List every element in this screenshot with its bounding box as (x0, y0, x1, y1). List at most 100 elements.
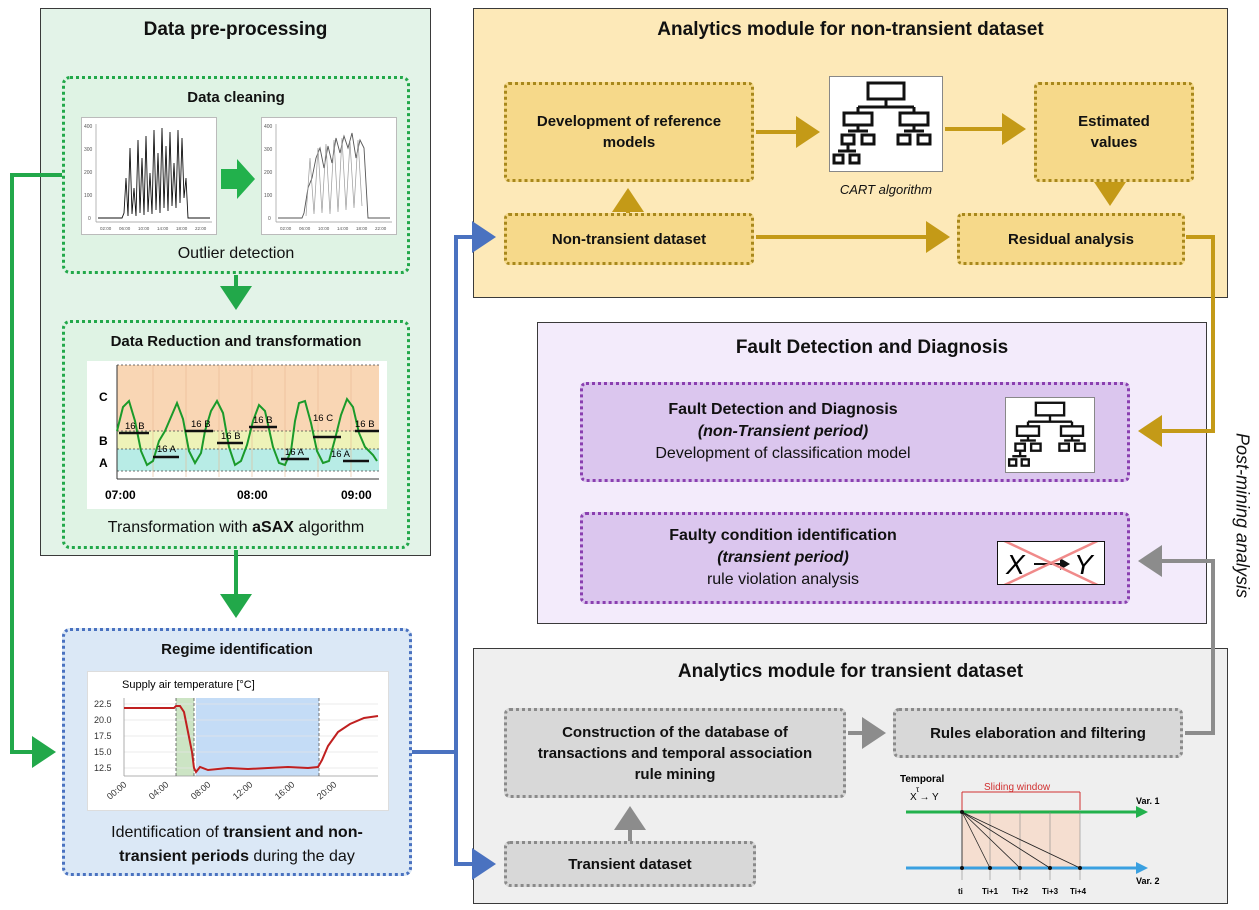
asax-chart: C B A 16 B 16 A 16 B 16 B 16 B (87, 361, 387, 509)
sliding-window-diagram: Temporal τ X → Y Sliding window Var. 1 V… (896, 770, 1186, 898)
caption-bold: aSAX (252, 519, 294, 536)
sliding-window-label: Sliding window (984, 782, 1051, 793)
estimated-values-box: Estimated values (1034, 82, 1194, 182)
box-subtitle: (non-Transient period) (697, 423, 869, 440)
box-subtitle: (transient period) (717, 549, 849, 566)
tick-label: 0 (268, 216, 271, 222)
rule-x-label: X (1005, 549, 1026, 580)
tick-label: 14:00 (157, 226, 169, 231)
tick-label: 200 (264, 170, 273, 176)
symbol-label: 16 A (331, 449, 351, 460)
data-reduction-caption: Transformation with aSAX algorithm (65, 519, 407, 537)
arrow-regime-to-transient (454, 752, 496, 880)
t-label: Ti+4 (1070, 887, 1087, 896)
transient-dataset-box: Transient dataset (504, 841, 756, 887)
rules-box: Rules elaboration and filtering (893, 708, 1183, 758)
time-label: 07:00 (105, 488, 136, 502)
panel-title: Fault Detection and Diagnosis (735, 337, 1009, 358)
raw-data-chart: 400 300 200 100 0 02:00 06:00 10:00 14:0… (81, 117, 217, 235)
tick-label: 22.5 (94, 699, 112, 709)
level-label: C (99, 390, 108, 404)
regime-caption: Identification of transient and non-tran… (81, 821, 393, 869)
level-label: B (99, 434, 108, 448)
reference-models-box: Development of reference models (504, 82, 754, 182)
panel-title: Analytics module for transient dataset (677, 661, 1024, 682)
tick-label: 14:00 (337, 226, 349, 231)
panel-title: Data pre-processing (143, 19, 328, 40)
cart-caption: CART algorithm (839, 182, 933, 197)
cleaned-data-chart: 400 300 200 100 0 02:00 06:00 10:00 14:0… (261, 117, 397, 235)
tick-label: 300 (84, 147, 93, 153)
cart-tree-icon (829, 76, 943, 172)
regime-identification-box: Regime identification Supply air tempera… (62, 628, 412, 876)
tick-label: 10:00 (138, 226, 150, 231)
arrow-residual-to-fdd (1138, 235, 1215, 447)
regime-title: Regime identification (161, 641, 313, 658)
tick-label: 22:00 (195, 226, 207, 231)
chart-title: Supply air temperature [°C] (122, 679, 255, 691)
symbol-label: 16 B (221, 431, 241, 442)
classification-tree-icon (1005, 397, 1095, 473)
arrow-cleaning-to-regime (10, 173, 62, 768)
tick-label: 100 (264, 193, 273, 199)
tick-label: 400 (84, 124, 93, 130)
tick-label: 20.0 (94, 715, 112, 725)
fdd-box-text: Faulty condition identification (transie… (613, 525, 953, 591)
time-label: 08:00 (237, 488, 268, 502)
symbol-label: 16 A (285, 447, 305, 458)
tick-label: 06:00 (299, 226, 311, 231)
tick-label: 15.0 (94, 747, 112, 757)
box-description: rule violation analysis (706, 571, 860, 588)
data-cleaning-title: Data cleaning (187, 89, 285, 106)
tick-label: 400 (264, 124, 273, 130)
symbol-label: 16 B (253, 415, 273, 426)
supply-air-chart: Supply air temperature [°C] 22.5 20.0 17… (87, 671, 389, 811)
caption-text: during the day (248, 848, 355, 865)
t-label: ti (958, 887, 963, 896)
rule-y-label: Y (1074, 549, 1095, 580)
data-cleaning-box: Data cleaning 400 300 200 100 0 02:00 06… (62, 76, 410, 274)
temporal-rule-label: X → Y (910, 792, 939, 803)
time-label: 09:00 (341, 488, 372, 502)
arrow-rules-to-faulty (1138, 545, 1215, 735)
tick-label: 02:00 (100, 226, 112, 231)
tick-label: 18:00 (176, 226, 188, 231)
symbol-label: 16 B (125, 421, 145, 432)
caption-text: Transformation with (107, 519, 253, 536)
t-label: Ti+2 (1012, 887, 1029, 896)
symbol-label: 16 B (191, 419, 211, 430)
tau-label: τ (916, 785, 920, 794)
arrow-regime-to-datasets (412, 221, 496, 754)
tick-label: 0 (88, 216, 91, 222)
faulty-condition-box: Faulty condition identification (transie… (580, 512, 1130, 604)
nontransient-dataset-box: Non-transient dataset (504, 213, 754, 265)
cleaning-arrow-icon (221, 159, 255, 199)
tick-label: 02:00 (280, 226, 292, 231)
rule-violation-icon: X Y (993, 534, 1109, 592)
var1-label: Var. 1 (1136, 796, 1160, 806)
symbol-label: 16 C (313, 413, 333, 424)
box-title: Fault Detection and Diagnosis (668, 401, 898, 418)
panel-title: Analytics module for non-transient datas… (657, 19, 1044, 40)
t-label: Ti+3 (1042, 887, 1059, 896)
tick-label: 12.5 (94, 763, 112, 773)
tick-label: 06:00 (119, 226, 131, 231)
symbol-label: 16 B (355, 419, 375, 430)
caption-text: Identification of (111, 824, 224, 841)
level-label: A (99, 456, 108, 470)
temporal-label: Temporal (900, 774, 944, 785)
symbol-label: 16 A (157, 444, 177, 455)
var2-label: Var. 2 (1136, 876, 1160, 886)
construction-box: Construction of the database of transact… (504, 708, 846, 798)
data-reduction-title: Data Reduction and transformation (110, 333, 362, 350)
data-cleaning-caption: Outlier detection (177, 245, 295, 262)
fdd-nontransient-box: Fault Detection and Diagnosis (non-Trans… (580, 382, 1130, 482)
fdd-box-text: Fault Detection and Diagnosis (non-Trans… (613, 399, 953, 465)
data-reduction-box: Data Reduction and transformation C B A (62, 320, 410, 549)
box-title: Faulty condition identification (669, 527, 897, 544)
tick-label: 100 (84, 193, 93, 199)
tick-label: 10:00 (318, 226, 330, 231)
t-label: Ti+1 (982, 887, 999, 896)
tick-label: 17.5 (94, 731, 112, 741)
